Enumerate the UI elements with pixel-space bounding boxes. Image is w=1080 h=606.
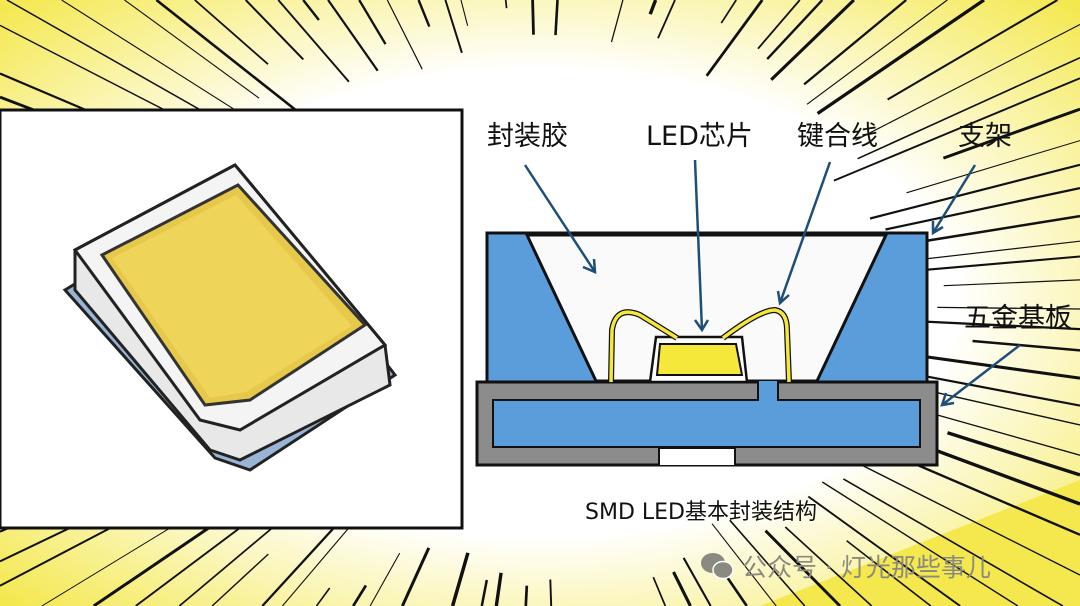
speed-line <box>277 0 350 83</box>
speed-line <box>302 0 320 21</box>
speed-line <box>610 0 624 43</box>
speed-line <box>942 107 1080 160</box>
speed-line <box>807 495 961 606</box>
speed-line <box>124 0 260 99</box>
speed-line <box>504 0 508 9</box>
speed-line <box>315 587 331 606</box>
speed-line <box>924 240 1080 260</box>
led-chip <box>655 343 744 376</box>
speed-line <box>494 572 503 606</box>
speed-line <box>648 0 658 15</box>
speed-line <box>972 339 1080 352</box>
label-bracket: 支架 <box>958 121 1012 152</box>
speed-line <box>554 0 559 36</box>
speed-line <box>711 523 777 606</box>
speed-line <box>821 481 1019 606</box>
speed-line <box>764 529 842 606</box>
speed-line <box>887 0 1059 101</box>
speed-line <box>524 585 529 606</box>
speed-line <box>549 579 553 606</box>
speed-line <box>885 186 1080 231</box>
speed-line <box>369 552 401 606</box>
speed-line <box>531 0 535 35</box>
speed-line <box>757 0 801 50</box>
speed-line <box>705 0 764 77</box>
speed-line <box>922 320 1080 331</box>
speed-line <box>803 0 907 86</box>
speed-line <box>358 0 387 45</box>
speed-line <box>281 524 353 606</box>
speed-line <box>450 552 470 606</box>
bond-wire-left <box>609 310 678 383</box>
speed-line <box>720 0 737 24</box>
speed-line <box>842 478 1064 606</box>
speed-line <box>833 77 1080 182</box>
speed-line <box>784 526 873 606</box>
smd-led-illustration <box>62 163 398 472</box>
label-metal-substrate: 五金基板 <box>964 303 1072 334</box>
cross-section-diagram <box>475 231 939 467</box>
label-led-chip: LED芯片 <box>646 121 753 152</box>
speed-line <box>417 0 431 28</box>
yellow-corner <box>760 480 1080 606</box>
speed-line <box>857 56 1080 160</box>
speed-line <box>194 0 269 65</box>
speed-line <box>766 0 824 60</box>
speed-line <box>460 0 469 26</box>
speed-line <box>155 0 299 113</box>
speed-line <box>906 140 1080 194</box>
speed-line <box>211 553 269 606</box>
speed-line <box>657 0 676 39</box>
speed-line <box>672 571 692 606</box>
speed-line <box>816 0 985 115</box>
speed-line <box>61 0 260 126</box>
diagram-caption: SMD LED基本封装结构 <box>585 500 817 525</box>
speed-line <box>846 540 932 606</box>
speed-line <box>682 557 712 606</box>
label-bond-wire: 键合线 <box>797 121 878 152</box>
arrows <box>523 159 1021 407</box>
speed-line <box>401 547 431 606</box>
speed-line <box>855 23 1080 141</box>
speed-line <box>869 163 1080 220</box>
speed-line <box>352 584 368 606</box>
speed-line <box>933 391 1080 426</box>
speed-line <box>937 306 1080 310</box>
speed-line <box>480 579 489 606</box>
speed-line <box>943 279 1080 287</box>
speed-line <box>729 519 806 606</box>
watermark: 公众号 · 灯光那些事儿 <box>700 548 991 584</box>
speed-line <box>652 576 667 606</box>
speed-line <box>726 577 748 606</box>
label-encapsulant: 封装胶 <box>487 121 568 152</box>
speed-line <box>806 0 948 105</box>
speed-line <box>327 0 379 72</box>
speed-line <box>386 0 423 70</box>
speed-line <box>444 0 463 54</box>
speed-line <box>946 431 1080 477</box>
watermark-text: 公众号 · 灯光那些事儿 <box>742 553 991 582</box>
speed-line <box>925 255 1080 271</box>
speed-line <box>841 454 1080 576</box>
speed-line <box>244 0 305 61</box>
speed-line <box>770 0 855 81</box>
bond-wire-right <box>721 308 791 383</box>
wechat-icon <box>701 553 734 580</box>
